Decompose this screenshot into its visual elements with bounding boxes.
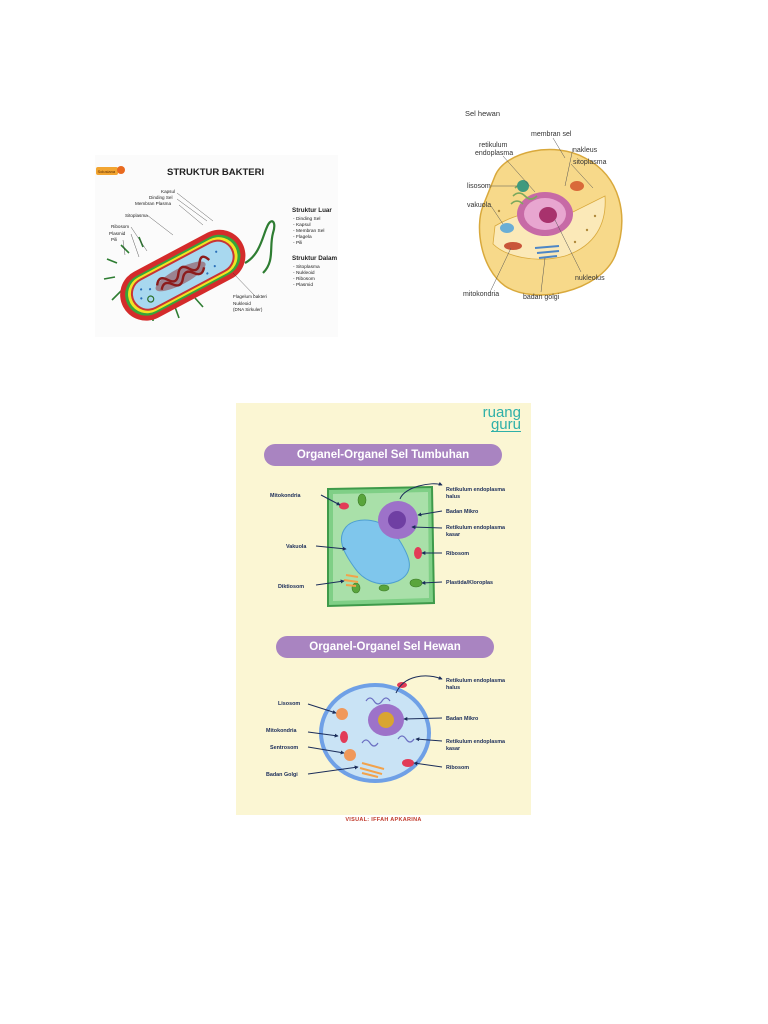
- vacuole: [500, 223, 514, 233]
- inner-item-ribosom: - Ribosom: [293, 276, 315, 282]
- outer-item-dinding-sel: - Dinding Sel: [293, 216, 320, 222]
- plant-label-badan-mikro: Badan Mikro: [446, 509, 479, 515]
- label-ribosom: Ribosom: [111, 224, 129, 229]
- outer-item-flagela: - Flagela: [293, 234, 312, 240]
- plant-label-plastida: Plastida/Kloroplas: [446, 580, 493, 586]
- lysosome: [517, 180, 529, 192]
- label-vakuola: vakuola: [467, 202, 491, 209]
- ruangguru-svg: Mitokondria Vakuola Diktiosom Retikulum …: [236, 403, 531, 815]
- organelle-orange: [570, 181, 584, 191]
- label-dinding-sel: Dinding Sel: [149, 195, 173, 200]
- inner-item-plasmid: - Plasmid: [293, 282, 313, 288]
- outer-item-membran-sel: - Membran Sel: [293, 228, 324, 234]
- label-nukleolus: nukleolus: [575, 275, 605, 282]
- label-flagelum: Flagelum bakteri: [233, 294, 267, 299]
- animal-label-re-kasar-2: kasar: [446, 746, 461, 752]
- inner-structure-heading: Struktur Dalam: [292, 255, 338, 262]
- animal-cell-svg: Sel hewan membran sel retikulum endoplas…: [455, 96, 635, 324]
- label-mitokondria: mitokondria: [463, 291, 499, 298]
- inner-item-nukleoid: - Nukleoid: [293, 270, 315, 276]
- animal-label-mitokondria: Mitokondria: [266, 728, 298, 734]
- ruangguru-infographic: ruang guru Organel-Organel Sel Tumbuhan …: [236, 403, 531, 815]
- plant-label-vakuola: Vakuola: [286, 544, 307, 550]
- label-nakleus: nakleus: [573, 147, 598, 154]
- animal-label-re-kasar: Retikulum endoplasma: [446, 739, 506, 745]
- animal-label-lisosom: Lisosom: [278, 701, 300, 707]
- label-sitoplasma: Sitoplasma: [125, 213, 148, 218]
- rg-animal-nucleolus: [378, 712, 394, 728]
- animal-label-re-halus-2: halus: [446, 685, 460, 691]
- plant-label-ribosom: Ribosom: [446, 551, 469, 557]
- outer-structure-heading: Struktur Luar: [292, 207, 332, 214]
- label-lisosom: lisosom: [467, 183, 491, 190]
- animal-cell-diagram: Sel hewan membran sel retikulum endoplas…: [455, 96, 635, 324]
- bacteria-diagram: Solusiana STRUKTUR BAKTERI K: [95, 155, 338, 337]
- outer-item-pili: - Pili: [293, 240, 302, 246]
- plant-label-mitokondria: Mitokondria: [270, 493, 302, 499]
- nucleolus: [539, 207, 557, 223]
- mitochondrion: [504, 242, 522, 250]
- bacteria-svg: Solusiana STRUKTUR BAKTERI K: [95, 155, 338, 337]
- badge-text: Solusiana: [98, 169, 116, 174]
- rg-centrosome: [344, 749, 356, 761]
- label-membran-sel: membran sel: [531, 131, 572, 138]
- animal-label-badan-golgi: Badan Golgi: [266, 772, 298, 778]
- visual-credit: VISUAL: IFFAH APKARINA: [236, 817, 531, 823]
- bacteria-title: STRUKTUR BAKTERI: [167, 167, 264, 178]
- plant-label-diktiosom: Diktiosom: [278, 584, 304, 590]
- animal-label-ribosom: Ribosom: [446, 765, 469, 771]
- animal-cell-title: Sel hewan: [465, 109, 500, 118]
- plant-label-re-kasar-2: kasar: [446, 532, 461, 538]
- inner-item-sitoplasma: - Sitoplasma: [293, 264, 320, 270]
- outer-item-kapsul: - Kapsul: [293, 222, 311, 228]
- flagellum: [245, 221, 274, 273]
- plant-label-re-halus: Retikulum endoplasma: [446, 487, 506, 493]
- plant-label-re-kasar: Retikulum endoplasma: [446, 525, 506, 531]
- animal-label-re-halus: Retikulum endoplasma: [446, 678, 506, 684]
- animal-label-badan-mikro: Badan Mikro: [446, 716, 479, 722]
- label-plasmid: Plasmid: [109, 231, 126, 236]
- plant-label-re-halus-2: halus: [446, 494, 460, 500]
- plant-nucleolus: [388, 511, 406, 529]
- badge-mascot-icon: [117, 166, 125, 174]
- label-retikulum: retikulum: [479, 142, 508, 149]
- label-kapsul: Kapsul: [161, 189, 175, 194]
- rg-lysosome: [336, 708, 348, 720]
- label-membran-plasma: Membran Plasma: [135, 201, 171, 206]
- label-sitoplasma: sitoplasma: [573, 159, 607, 166]
- label-pili: Pili: [111, 237, 117, 242]
- animal-label-sentrosom: Sentrosom: [270, 745, 298, 751]
- label-badan-golgi: badan golgi: [523, 294, 560, 301]
- label-endoplasma: endoplasma: [475, 150, 513, 157]
- label-dna-sirkuler: (DNA Sirkuler): [233, 307, 263, 312]
- label-nukleoid: Nukleoid: [233, 301, 251, 306]
